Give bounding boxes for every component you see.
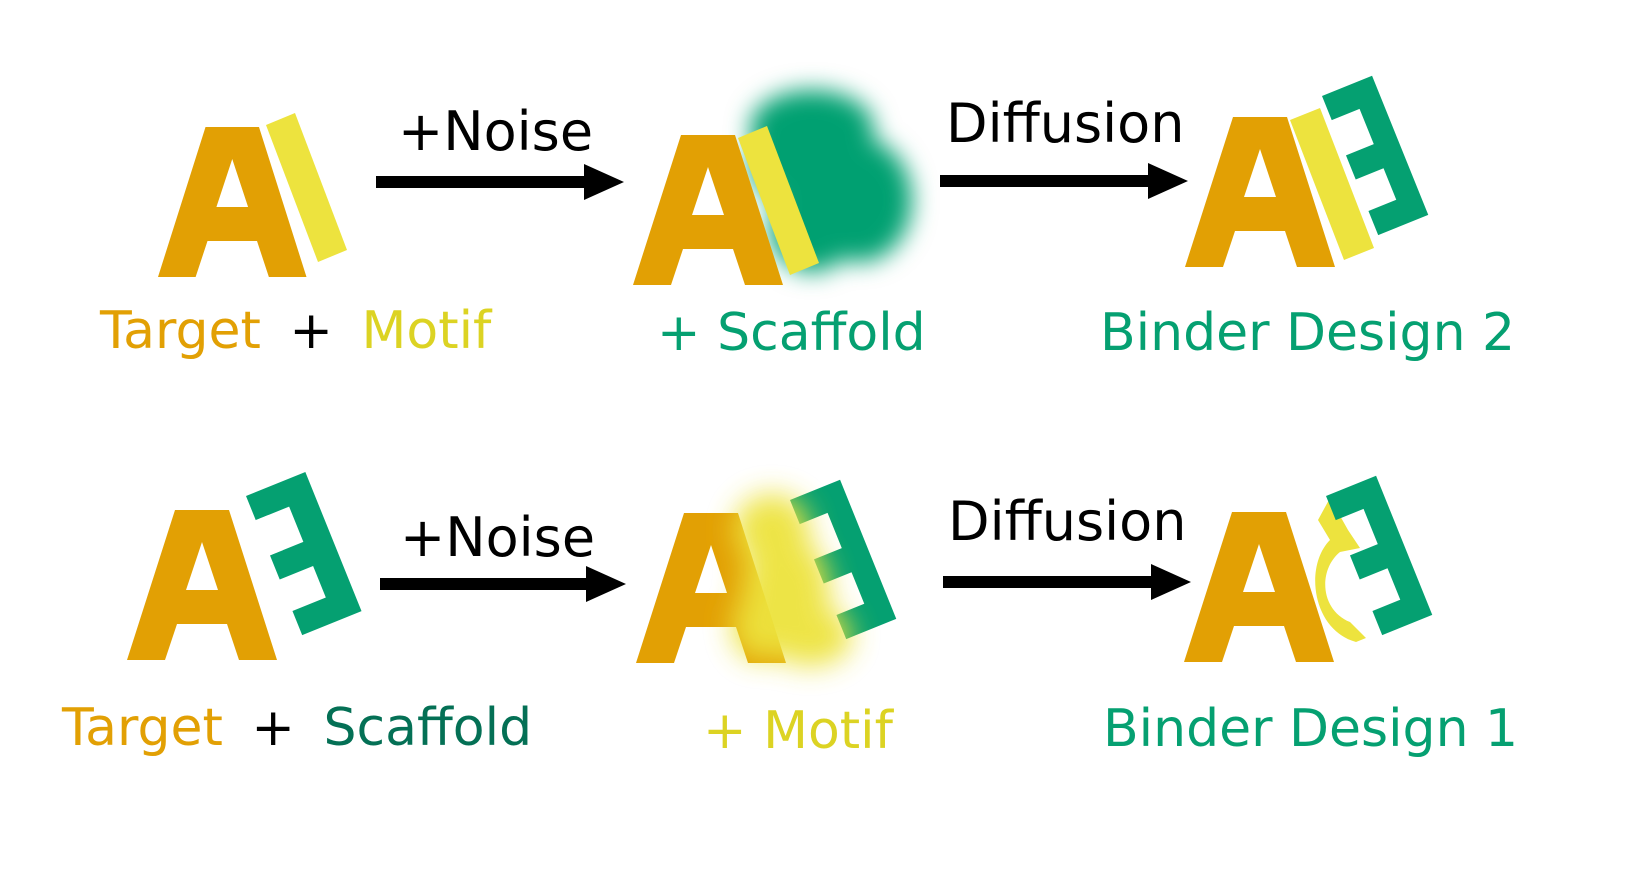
scaffold-comb — [1326, 475, 1433, 636]
target-a-shape — [127, 510, 277, 660]
motif-loop — [1315, 498, 1366, 642]
bottom-target-word: Target — [61, 698, 223, 758]
bottom-noised-label: + Motif — [703, 701, 895, 761]
bottom-noise-label: +Noise — [400, 506, 595, 569]
top-noise-label: +Noise — [398, 100, 593, 163]
motif-bar — [1290, 108, 1374, 260]
motif-bar — [266, 113, 347, 262]
top-output-label: Binder Design 2 — [1100, 303, 1515, 363]
top-plus-sign: + — [289, 301, 333, 361]
bottom-noise-arrow — [380, 566, 626, 602]
top-diffusion-label: Diffusion — [946, 92, 1184, 155]
top-input-label: Target + Motif — [99, 301, 493, 361]
bottom-plus-sign: + — [251, 698, 295, 758]
scaffold-comb — [246, 472, 362, 636]
top-target-word: Target — [99, 301, 261, 361]
bottom-scaffold-word: Scaffold — [324, 698, 533, 758]
bottom-diffusion-label: Diffusion — [948, 490, 1186, 553]
top-noise-arrow — [376, 164, 624, 200]
noise-blob-yellow — [732, 494, 852, 666]
top-input-structure — [158, 113, 347, 277]
bottom-output-structure — [1184, 475, 1433, 662]
bottom-input-label: Target + Scaffold — [61, 698, 532, 758]
target-a-shape — [1184, 512, 1334, 662]
top-noised-structure — [633, 90, 912, 285]
top-motif-word: Motif — [362, 301, 494, 361]
bottom-output-label: Binder Design 1 — [1103, 699, 1518, 759]
bottom-diffusion-arrow — [943, 564, 1191, 600]
motif-bar — [738, 126, 819, 275]
bottom-input-structure — [127, 472, 362, 660]
top-noised-label: + Scaffold — [657, 303, 926, 363]
bottom-noised-structure — [636, 479, 897, 666]
top-diffusion-arrow — [940, 163, 1188, 199]
top-output-structure — [1185, 75, 1429, 267]
